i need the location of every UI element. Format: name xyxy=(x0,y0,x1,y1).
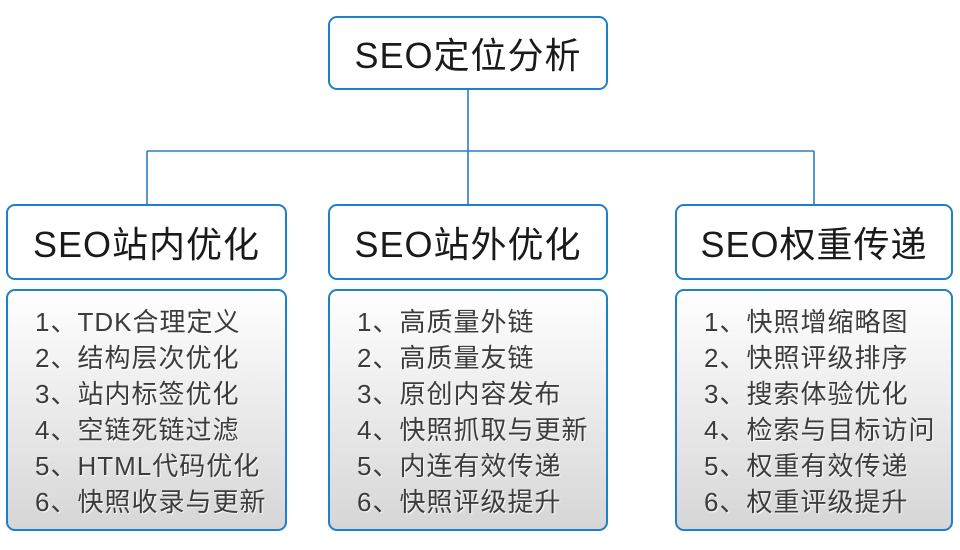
branch-title: SEO站外优化 xyxy=(354,224,582,265)
list-item: 5、权重有效传递 xyxy=(704,451,909,481)
branch-title: SEO权重传递 xyxy=(700,224,928,265)
connector-path xyxy=(146,90,815,204)
list-item: 5、内连有效传递 xyxy=(357,451,562,481)
list-item: 1、TDK合理定义 xyxy=(35,307,241,337)
list-item: 2、高质量友链 xyxy=(357,343,535,373)
branch-list: 1、快照增缩略图 2、快照评级排序 3、搜索体验优化 4、检索与目标访问 5、权… xyxy=(675,289,953,531)
list-item: 4、快照抓取与更新 xyxy=(357,415,589,445)
list-item: 3、站内标签优化 xyxy=(35,379,240,409)
list-item: 4、检索与目标访问 xyxy=(704,415,936,445)
list-item: 1、高质量外链 xyxy=(357,307,535,337)
list-item: 3、搜索体验优化 xyxy=(704,379,909,409)
branch-title-box: SEO权重传递 xyxy=(675,204,953,280)
branch-weight-transfer: SEO权重传递 1、快照增缩略图 2、快照评级排序 3、搜索体验优化 4、检索与… xyxy=(675,204,953,531)
root-node: SEO定位分析 xyxy=(328,16,608,90)
root-node-label: SEO定位分析 xyxy=(354,35,582,76)
list-item: 1、快照增缩略图 xyxy=(704,307,909,337)
branch-title-box: SEO站外优化 xyxy=(328,204,608,280)
list-item: 6、快照收录与更新 xyxy=(35,487,267,517)
branch-list: 1、高质量外链 2、高质量友链 3、原创内容发布 4、快照抓取与更新 5、内连有… xyxy=(328,289,608,531)
list-item: 6、快照评级提升 xyxy=(357,487,562,517)
list-item: 2、结构层次优化 xyxy=(35,343,240,373)
list-item: 2、快照评级排序 xyxy=(704,343,909,373)
branch-title-box: SEO站内优化 xyxy=(6,204,287,280)
list-item: 4、空链死链过滤 xyxy=(35,415,240,445)
branch-title: SEO站内优化 xyxy=(32,224,261,265)
list-item: 6、权重评级提升 xyxy=(704,487,909,517)
branch-offsite-optimization: SEO站外优化 1、高质量外链 2、高质量友链 3、原创内容发布 4、快照抓取与… xyxy=(328,204,608,531)
branch-list: 1、TDK合理定义 2、结构层次优化 3、站内标签优化 4、空链死链过滤 5、H… xyxy=(6,289,287,531)
branch-onsite-optimization: SEO站内优化 1、TDK合理定义 2、结构层次优化 3、站内标签优化 4、空链… xyxy=(6,204,287,531)
list-item: 3、原创内容发布 xyxy=(357,379,562,409)
list-item: 5、HTML代码优化 xyxy=(35,451,261,481)
